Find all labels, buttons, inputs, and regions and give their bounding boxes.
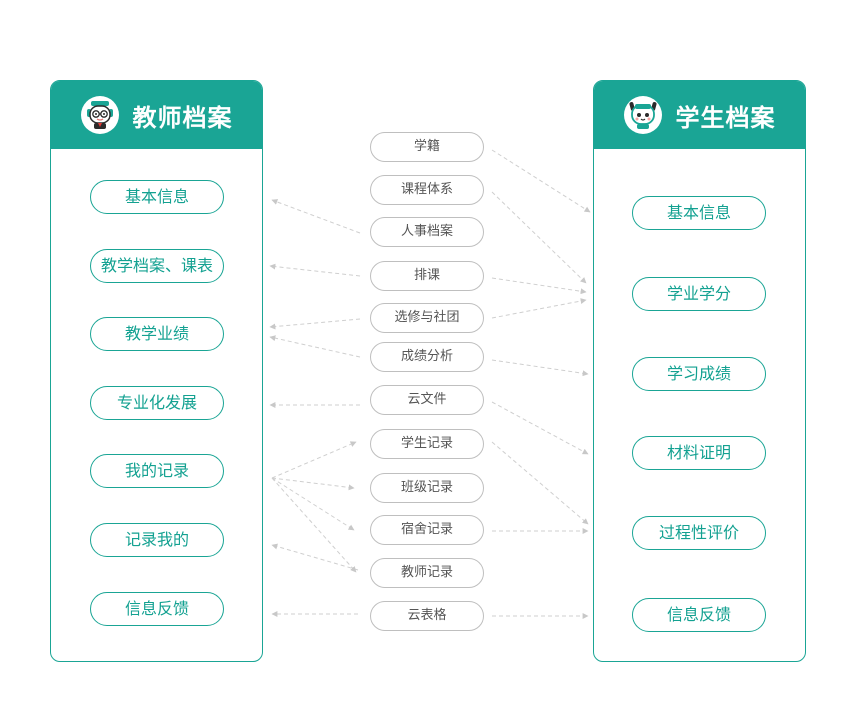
teacher-item-feedback[interactable]: 信息反馈 <box>90 592 224 626</box>
middle-item-class-records[interactable]: 班级记录 <box>370 473 484 503</box>
arrow-xueji-to-basic <box>491 149 591 213</box>
teacher-item-professional-development[interactable]: 专业化发展 <box>90 386 224 420</box>
student-item-process-evaluation[interactable]: 过程性评价 <box>632 516 766 550</box>
student-item-certificates[interactable]: 材料证明 <box>632 436 766 470</box>
student-archive-header: 学生档案 <box>594 81 805 149</box>
student-archive-title: 学生档案 <box>675 103 776 132</box>
middle-item-personnel-files[interactable]: 人事档案 <box>370 217 484 247</box>
teacher-archive-title: 教师档案 <box>132 103 233 132</box>
middle-item-student-status[interactable]: 学籍 <box>370 132 484 162</box>
middle-item-student-records[interactable]: 学生记录 <box>370 429 484 459</box>
arrow-xuesheng-to-eval <box>491 441 589 525</box>
arrow-paike-to-credit <box>491 277 587 295</box>
student-item-grades[interactable]: 学习成绩 <box>632 357 766 391</box>
student-item-feedback[interactable]: 信息反馈 <box>632 598 766 632</box>
arrow-chengji-to-grades <box>491 359 589 377</box>
teacher-item-teaching-records[interactable]: 教学档案、课表 <box>90 249 224 283</box>
middle-item-scheduling[interactable]: 排课 <box>370 261 484 291</box>
teacher-item-teaching-performance[interactable]: 教学业绩 <box>90 317 224 351</box>
teacher-item-my-records[interactable]: 我的记录 <box>90 454 224 488</box>
student-robot-icon <box>623 96 662 134</box>
arrow-yunwj-to-proof <box>491 401 589 455</box>
arrow-xuanxiu-to-credit <box>491 298 587 319</box>
middle-item-curriculum[interactable]: 课程体系 <box>370 175 484 205</box>
arrow-chengji-to-perf <box>269 335 361 358</box>
student-item-basic-info[interactable]: 基本信息 <box>632 196 766 230</box>
arrow-myrecord-to-dorm <box>271 477 355 531</box>
arrow-myrecord-to-student <box>271 441 357 479</box>
teacher-archive-panel: 教师档案 <box>50 80 263 662</box>
teacher-item-records-about-me[interactable]: 记录我的 <box>90 523 224 557</box>
middle-item-teacher-records[interactable]: 教师记录 <box>370 558 484 588</box>
arrow-renshi-to-basic <box>271 199 361 234</box>
middle-item-grade-analysis[interactable]: 成绩分析 <box>370 342 484 372</box>
arrow-kecheng-to-credit <box>491 191 587 284</box>
teacher-item-basic-info[interactable]: 基本信息 <box>90 180 224 214</box>
arrow-myrecord-to-teacher <box>271 477 357 573</box>
student-item-academic-credits[interactable]: 学业学分 <box>632 277 766 311</box>
middle-item-dorm-records[interactable]: 宿舍记录 <box>370 515 484 545</box>
arrow-jiaoshi-to-recordme <box>271 543 359 571</box>
arrow-paike-to-schedule <box>269 263 361 277</box>
middle-item-cloud-forms[interactable]: 云表格 <box>370 601 484 631</box>
teacher-robot-icon <box>80 96 119 134</box>
arrow-myrecord-to-class <box>271 477 355 491</box>
arrow-xuanxiu-to-perf <box>269 318 361 330</box>
middle-item-electives-clubs[interactable]: 选修与社团 <box>370 303 484 333</box>
middle-item-cloud-files[interactable]: 云文件 <box>370 385 484 415</box>
teacher-archive-header: 教师档案 <box>51 81 262 149</box>
